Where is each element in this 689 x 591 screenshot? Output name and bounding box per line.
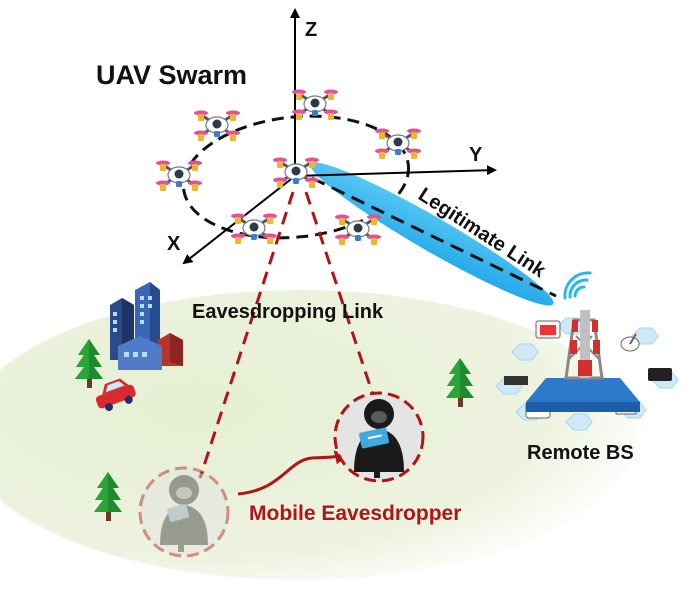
eavesdropping-link-1 [198, 191, 295, 479]
hacker-icon [333, 391, 425, 483]
drone-icon [290, 88, 340, 122]
legitimate-link-line [311, 176, 557, 298]
cell-tower-icon [495, 310, 679, 431]
eavesdropping-link-label: Eavesdropping Link [192, 301, 384, 323]
drone-icon [373, 127, 423, 161]
y-axis-label: Y [469, 144, 483, 166]
y-axis [294, 165, 497, 177]
swarm-orbit [181, 114, 411, 240]
eavesdropping-link-2 [304, 191, 376, 399]
swarm-title: UAV Swarm [96, 60, 247, 90]
wifi-signal-icon [563, 271, 592, 300]
city-building-icon [110, 282, 183, 370]
z-axis-label: Z [305, 19, 317, 41]
drone-icon [192, 109, 242, 143]
drone-icon [229, 212, 279, 246]
remote-bs-label: Remote BS [527, 442, 634, 464]
car-icon [95, 378, 136, 411]
hacker-icon [138, 466, 230, 558]
movement-arrow [237, 450, 349, 496]
mobile-eavesdropper-label: Mobile Eavesdropper [249, 502, 461, 525]
drone-icon [154, 159, 204, 193]
x-axis-label: X [167, 233, 181, 255]
legitimate-link-beam [310, 162, 554, 306]
